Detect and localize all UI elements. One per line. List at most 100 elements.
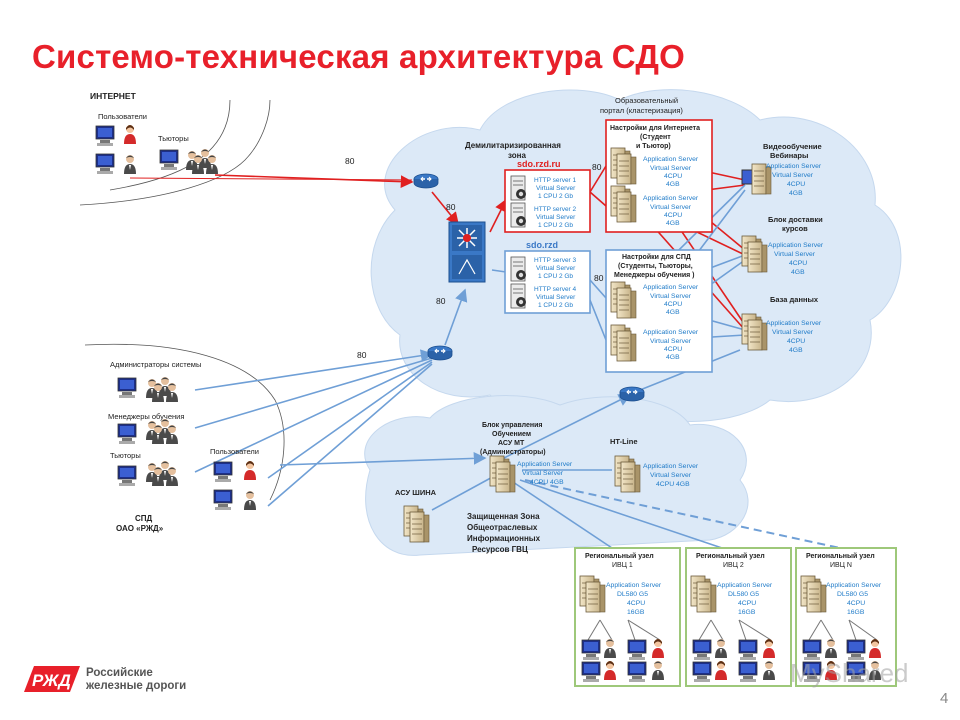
rzd-logo-mark-icon: РЖД <box>24 666 80 692</box>
db-app-name: Application Server <box>766 320 822 327</box>
regional-node-n <box>795 547 897 687</box>
reg2-app-cpu: 4CPU <box>738 600 756 607</box>
http2-type: Virtual Server <box>536 214 576 221</box>
regn-app-ram: 16GB <box>847 609 865 616</box>
reg1-title-1: Региональный узел <box>585 552 654 560</box>
reg1-title-2: ИВЦ 1 <box>612 562 633 569</box>
http3-name: HTTP server 3 <box>534 257 577 264</box>
db-app-type: Virtual Server <box>772 329 814 336</box>
db-app-ram: 4GB <box>789 347 803 354</box>
http4-spec: 1 CPU 2 Gb <box>538 302 573 309</box>
regn-app-name: Application Server <box>826 582 882 589</box>
port-80-internet: 80 <box>345 156 355 166</box>
port-80-http-inet: 80 <box>592 162 602 172</box>
mgmt-app-spec: 4CPU 4GB <box>530 479 564 486</box>
svg-text:РЖД: РЖД <box>32 671 71 690</box>
database-label: База данных <box>770 295 819 304</box>
spd-app2-cpu: 4CPU <box>664 346 682 353</box>
internet-tutors <box>159 149 218 174</box>
protected-label-2: Общеотраслевых <box>467 523 538 532</box>
delivery-label-2: курсов <box>782 224 808 233</box>
htline-app-spec: 4CPU 4GB <box>656 481 690 488</box>
spd-app1-ram: 4GB <box>666 309 680 316</box>
regn-title-1: Региональный узел <box>806 552 875 560</box>
logo-text-line1: Российские <box>86 667 153 679</box>
portal-label-1: Образовательный <box>615 96 678 105</box>
page-number: 4 <box>940 690 949 707</box>
spd-app1-type: Virtual Server <box>650 293 692 300</box>
slide-title: Системо-техническая архитектура СДО <box>32 38 685 75</box>
regn-app-cpu: 4CPU <box>847 600 865 607</box>
http-servers-internet <box>504 169 591 233</box>
spd-app1-cpu: 4CPU <box>664 301 682 308</box>
sdo-rzd-ru-label: sdo.rzd.ru <box>517 159 561 169</box>
htline-app-name: Application Server <box>643 463 699 470</box>
asu-shina-label: АСУ ШИНА <box>395 488 437 497</box>
dmz-label-1: Демилитаризированная <box>465 141 561 150</box>
internet-boundary <box>79 99 271 206</box>
http1-spec: 1 CPU 2 Gb <box>538 193 573 200</box>
reg1-app-name: Application Server <box>606 582 662 589</box>
mgmt-label-1: Блок управления <box>482 422 542 429</box>
internet-router-icon <box>413 173 439 189</box>
admins-label: Администраторы системы <box>110 360 201 369</box>
managers-group <box>117 419 178 445</box>
dmz-label-2: зона <box>508 151 526 160</box>
webinar-app-ram: 4GB <box>789 190 803 197</box>
regional-node-2 <box>685 547 792 687</box>
http1-name: HTTP server 1 <box>534 177 577 184</box>
webinar-app-name: Application Server <box>766 163 822 170</box>
spd-label-2: ОАО «РЖД» <box>116 524 164 533</box>
http3-spec: 1 CPU 2 Gb <box>538 273 573 280</box>
inet-app1-name: Application Server <box>643 156 699 163</box>
inet-box-title-2: (Студент <box>640 134 671 141</box>
spd-app2-name: Application Server <box>643 329 699 336</box>
spd-tutors-group <box>117 461 178 487</box>
delivery-app-type: Virtual Server <box>774 251 816 258</box>
video-label-1: Видеообучение <box>763 142 822 151</box>
spd-users <box>213 461 256 511</box>
delivery-label-1: Блок доставки <box>768 215 823 224</box>
inet-app2-ram: 4GB <box>666 220 680 227</box>
delivery-app-ram: 4GB <box>791 269 805 276</box>
regional-node-1 <box>574 547 681 687</box>
delivery-app-cpu: 4CPU <box>789 260 807 267</box>
reg2-app-name: Application Server <box>717 582 773 589</box>
webinar-app-type: Virtual Server <box>772 172 814 179</box>
reg1-app-cpu: 4CPU <box>627 600 645 607</box>
http2-spec: 1 CPU 2 Gb <box>538 222 573 229</box>
http2-name: HTTP server 2 <box>534 206 577 213</box>
rzd-logo: РЖД Российские железные дороги <box>22 664 202 698</box>
regional-dash-link <box>524 479 841 549</box>
db-app-cpu: 4CPU <box>787 338 805 345</box>
portal-label-2: портал (кластеризация) <box>600 106 683 115</box>
spd-router-icon <box>427 345 453 361</box>
logo-text-line2: железные дороги <box>86 680 187 692</box>
inet-app2-name: Application Server <box>643 195 699 202</box>
spd-app1-name: Application Server <box>643 284 699 291</box>
port-80-spd: 80 <box>357 350 367 360</box>
inet-app1-cpu: 4CPU <box>664 173 682 180</box>
http1-type: Virtual Server <box>536 185 576 192</box>
http4-name: HTTP server 4 <box>534 286 577 293</box>
webinar-app-cpu: 4CPU <box>787 181 805 188</box>
reg2-title-1: Региональный узел <box>696 552 765 560</box>
watermark: MyShared <box>790 658 909 688</box>
managers-label: Менеджеры обучения <box>108 412 184 421</box>
http4-type: Virtual Server <box>536 294 576 301</box>
port-80-switch: 80 <box>436 296 446 306</box>
inet-app2-type: Virtual Server <box>650 204 692 211</box>
mgmt-app-type: Virtual Server <box>522 470 564 477</box>
inet-box-title-1: Настройки для Интернета <box>610 124 700 132</box>
admins-group <box>117 377 178 402</box>
http3-type: Virtual Server <box>536 265 576 272</box>
reg1-app-ram: 16GB <box>627 609 645 616</box>
mgmt-label-3: АСУ МТ <box>498 440 525 447</box>
sdo-rzd-label: sdo.rzd <box>526 240 558 250</box>
spd-users-label: Пользователи <box>210 447 259 456</box>
port-80-http-spd: 80 <box>594 273 604 283</box>
regn-title-2: ИВЦ N <box>830 562 852 569</box>
http-servers-spd <box>504 250 591 314</box>
